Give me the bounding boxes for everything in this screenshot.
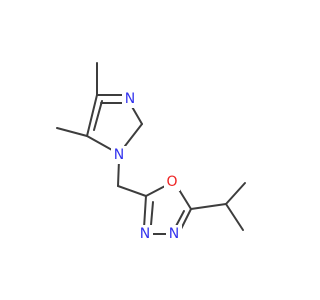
bond-ch-methyl-bottom (225, 203, 244, 231)
bond-n1-c5 (86, 135, 113, 151)
molecule-structure: N N O N N (56, 62, 246, 243)
atom-symbol: O (166, 174, 177, 190)
atom-symbol: N (169, 226, 179, 242)
atom-label-n-imidazole-1: N (111, 146, 127, 164)
atom-symbol: N (114, 147, 124, 163)
bond-n3-c2 (130, 104, 143, 125)
bond-ch2-c2ox (117, 185, 147, 197)
bond-n1-ch2 (117, 159, 120, 187)
bond-n3-c2ox-inner (150, 201, 154, 226)
bond-o-c5ox (177, 187, 192, 210)
atom-label-n-oxadiazole-4: N (166, 225, 182, 243)
bond-c5ox-ch (190, 203, 227, 210)
bond-n3-c2ox-outer (143, 195, 147, 229)
atom-label-n-imidazole-3: N (122, 90, 138, 108)
bond-c2-n1 (124, 123, 143, 147)
bond-c2ox-o (145, 184, 168, 197)
atoms: N N O N N (111, 90, 182, 243)
bond-c5-methyl (56, 127, 88, 137)
atom-label-o-oxadiazole: O (164, 173, 180, 191)
bond-c5-c4-outer (86, 94, 98, 137)
atom-label-n-oxadiazole-3: N (137, 225, 153, 243)
atom-symbol: N (125, 91, 135, 107)
bonds (56, 62, 246, 235)
atom-symbol: N (140, 226, 150, 242)
bond-c5-c4-inner (93, 100, 103, 131)
bond-ch-methyl-top (225, 182, 246, 205)
